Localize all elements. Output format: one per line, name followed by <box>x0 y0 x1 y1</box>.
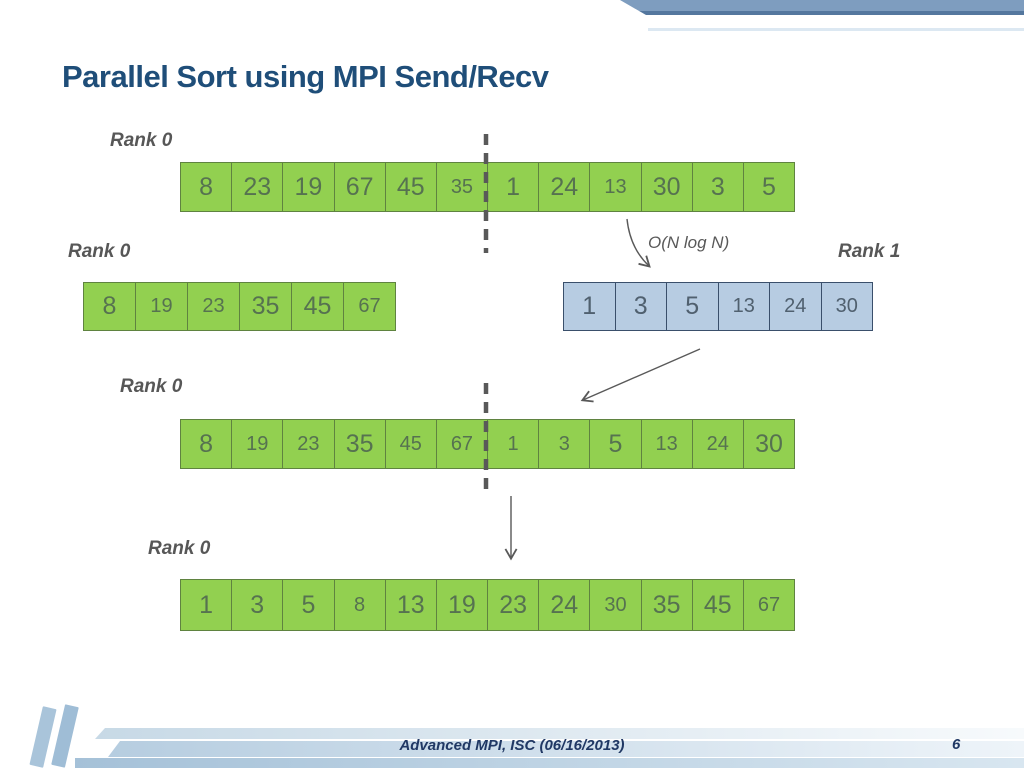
array-cell: 5 <box>743 163 795 211</box>
array-cell: 5 <box>283 580 335 630</box>
array-cell: 8 <box>181 420 233 468</box>
array-cell: 35 <box>436 163 489 211</box>
complexity-annotation: O(N log N) <box>648 233 730 252</box>
array-cell: 1 <box>564 283 616 330</box>
array-cell: 19 <box>232 420 284 468</box>
array-cell: 30 <box>743 420 795 468</box>
array-cell: 13 <box>590 163 642 211</box>
array-cell: 19 <box>436 580 489 630</box>
array-cell: 30 <box>641 163 693 211</box>
array-cell: 67 <box>334 163 386 211</box>
array-cell: 13 <box>641 420 693 468</box>
array-cell: 45 <box>385 163 437 211</box>
array-cell: 1 <box>488 420 540 468</box>
array-cell: 45 <box>292 283 344 330</box>
array-cell: 3 <box>615 283 667 330</box>
array-cell: 35 <box>641 580 693 630</box>
array-cell: 23 <box>232 163 284 211</box>
array-cell: 35 <box>334 420 386 468</box>
array-cell: 23 <box>283 420 335 468</box>
array-cell: 3 <box>692 163 744 211</box>
array-cell: 24 <box>770 283 822 330</box>
array-cell: 24 <box>539 163 591 211</box>
array-cell: 19 <box>283 163 335 211</box>
array-cell: 8 <box>84 283 136 330</box>
array-cell: 5 <box>590 420 642 468</box>
rank0-label-row2: Rank 0 <box>68 241 131 262</box>
array-cell: 8 <box>181 163 233 211</box>
array-cell: 24 <box>539 580 591 630</box>
footer-band-middle <box>108 741 1024 757</box>
footer-band-bottom <box>75 758 1024 768</box>
array-cell: 1 <box>181 580 233 630</box>
array-cell: 5 <box>667 283 719 330</box>
slide-title: Parallel Sort using MPI Send/Recv <box>62 58 549 94</box>
rank0-label-row3: Rank 0 <box>120 376 183 397</box>
array-cell: 23 <box>188 283 240 330</box>
rank0-label-row4: Rank 0 <box>148 538 211 559</box>
array-cell: 30 <box>821 283 872 330</box>
array-cell: 1 <box>488 163 540 211</box>
array-cell: 45 <box>385 420 437 468</box>
array-cell: 45 <box>692 580 744 630</box>
rank1-label: Rank 1 <box>838 241 901 262</box>
array-cell: 3 <box>232 580 284 630</box>
array-cell: 67 <box>436 420 489 468</box>
send-to-rank1-arrow <box>626 218 651 268</box>
array-cell: 67 <box>743 580 795 630</box>
array-cell: 3 <box>539 420 591 468</box>
array-cell: 19 <box>136 283 188 330</box>
top-accent-faint-line <box>648 28 1024 31</box>
array-cell: 30 <box>590 580 642 630</box>
array-cell: 35 <box>240 283 292 330</box>
array-cell: 8 <box>334 580 386 630</box>
array-cell: 23 <box>488 580 540 630</box>
footer-band-top <box>95 728 1024 739</box>
page-number: 6 <box>952 736 961 753</box>
array-cell: 13 <box>385 580 437 630</box>
top-accent-band <box>620 0 1024 15</box>
recv-from-rank1-arrow <box>580 348 701 403</box>
array-cell: 13 <box>718 283 770 330</box>
array-cell: 67 <box>344 283 395 330</box>
array-cell: 24 <box>692 420 744 468</box>
rank0-label-row1: Rank 0 <box>110 130 173 151</box>
footer-caption: Advanced MPI, ISC (06/16/2013) <box>399 737 625 754</box>
